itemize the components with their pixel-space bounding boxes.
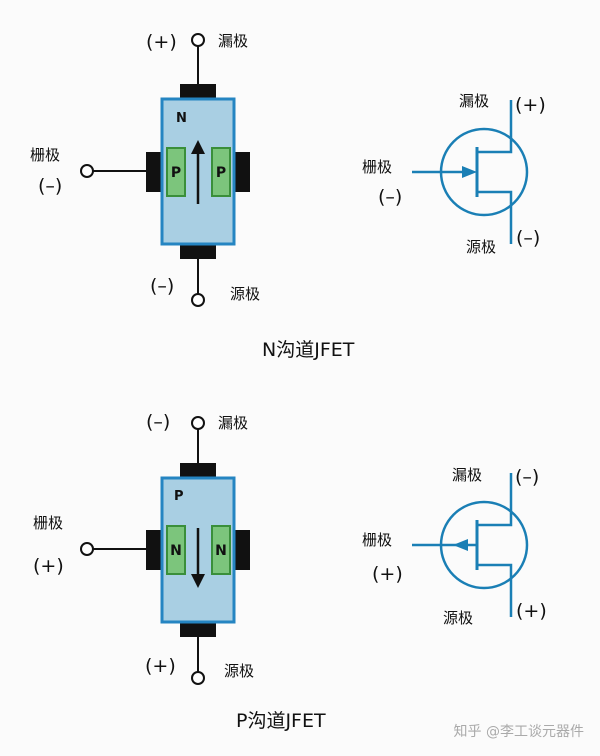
drain-polarity: (+): [146, 31, 177, 53]
caption-n-channel: N沟道JFET: [262, 339, 355, 361]
gate-label: 栅极: [33, 514, 63, 532]
symbol-drain-label: 漏极: [452, 466, 482, 484]
gate-region-right: [211, 147, 231, 197]
caption-p-channel: P沟道JFET: [236, 710, 326, 732]
symbol-gate-label: 栅极: [362, 531, 392, 549]
symbol-gate-polarity: (–): [378, 186, 402, 208]
symbol-source-label: 源极: [466, 238, 496, 256]
gate-material-left: P: [171, 165, 181, 181]
drain-contact: [180, 84, 216, 100]
symbol-gate-polarity: (+): [372, 563, 403, 585]
symbol-drain-line: [477, 100, 513, 154]
gate-material-right: P: [216, 165, 226, 181]
gate-polarity: (–): [38, 175, 62, 197]
gate-region-left: [166, 525, 186, 575]
symbol-source-polarity: (–): [516, 227, 540, 249]
source-polarity: (–): [150, 275, 174, 297]
source-terminal: [191, 671, 205, 685]
gate-terminal: [80, 542, 94, 556]
source-polarity: (+): [145, 655, 176, 677]
symbol-drain-line: [477, 473, 513, 527]
symbol-source-line: [477, 563, 513, 617]
source-label: 源极: [224, 662, 254, 680]
symbol-gate-label: 栅极: [362, 158, 392, 176]
drain-terminal: [191, 416, 205, 430]
symbol-source-label: 源极: [443, 609, 473, 627]
symbol-source-polarity: (+): [516, 600, 547, 622]
gate-label: 栅极: [30, 146, 60, 164]
source-contact: [180, 243, 216, 259]
gate-region-left: [166, 147, 186, 197]
channel-letter: N: [176, 111, 187, 126]
n-channel-symbol: 漏极 (+) 栅极 (–) 源极 (–): [362, 92, 546, 256]
symbol-drain-label: 漏极: [459, 92, 489, 110]
gate-polarity: (+): [33, 555, 64, 577]
symbol-gate-arrow-inward: [462, 166, 477, 178]
symbol-drain-polarity: (+): [515, 94, 546, 116]
source-terminal: [191, 293, 205, 307]
n-channel-structure: N P P (+) 漏极 栅极 (–) (–) 源极: [30, 31, 260, 307]
symbol-gate-arrow-outward: [453, 539, 468, 551]
source-label: 源极: [230, 285, 260, 303]
gate-region-right: [211, 525, 231, 575]
watermark: 知乎 @李工谈元器件: [454, 723, 584, 740]
channel-letter: P: [174, 489, 184, 504]
gate-material-right: N: [215, 543, 227, 559]
drain-label: 漏极: [218, 414, 248, 432]
drain-terminal: [191, 33, 205, 47]
current-arrowhead: [191, 574, 205, 588]
symbol-drain-polarity: (–): [515, 466, 539, 488]
p-channel-structure: P N N (–) 漏极 栅极 (+) (+) 源极: [33, 411, 254, 685]
gate-terminal: [80, 164, 94, 178]
drain-contact: [180, 463, 216, 479]
source-contact: [180, 621, 216, 637]
drain-label: 漏极: [218, 32, 248, 50]
current-arrowhead: [191, 140, 205, 154]
drain-polarity: (–): [146, 411, 170, 433]
gate-material-left: N: [170, 543, 182, 559]
symbol-source-line: [477, 190, 513, 244]
p-channel-symbol: 漏极 (–) 栅极 (+) 源极 (+): [362, 466, 547, 627]
